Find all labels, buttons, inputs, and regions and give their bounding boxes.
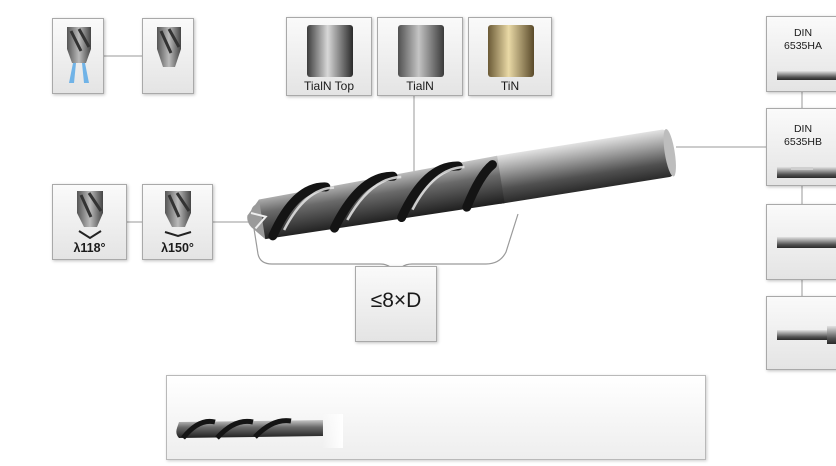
point-angle-118-label: λ118°: [73, 241, 106, 255]
drill-preview-panel: [166, 375, 706, 460]
din-6535hb-line1: DIN: [793, 123, 813, 135]
drill-point-118-icon: [77, 191, 103, 240]
coating-tin-label: TiN: [500, 79, 520, 93]
drill-preview-icon: [176, 414, 343, 448]
shank-weldon-icon: [777, 167, 836, 178]
point-angle-150-tile[interactable]: λ150°: [142, 184, 213, 260]
solid-drill-tile[interactable]: [142, 18, 194, 94]
coating-tialn-label: TialN: [406, 79, 434, 93]
coating-cylinder-icon: [307, 25, 353, 77]
shank-plain-icon: [777, 237, 836, 248]
shank-plain-tile[interactable]: [766, 204, 836, 280]
coating-tin-tile[interactable]: TiN: [468, 17, 552, 96]
coating-cylinder-gold-icon: [488, 25, 534, 77]
twist-drill-illustration: [247, 129, 676, 241]
shank-stepped-icon: [777, 326, 836, 344]
coating-cylinder-icon: [398, 25, 444, 77]
shank-din-6535ha-tile[interactable]: DIN 6535HA: [766, 16, 836, 92]
solid-drill-icon: [157, 27, 181, 67]
coating-tialn-tile[interactable]: TialN: [377, 17, 463, 96]
coating-tialn-top-label: TialN Top: [303, 79, 355, 93]
depth-factor-tile[interactable]: ≤8×D: [355, 266, 437, 342]
din-6535hb-line2: 6535HB: [784, 136, 822, 148]
shank-cylindrical-icon: [777, 71, 836, 80]
internal-coolant-drill-icon: [67, 27, 91, 83]
drill-point-150-icon: [164, 191, 192, 238]
point-angle-150-label: λ150°: [161, 241, 194, 255]
din-6535ha-line2: 6535HA: [784, 40, 822, 52]
coating-tialn-top-tile[interactable]: TialN Top: [286, 17, 372, 96]
din-6535ha-line1: DIN: [793, 27, 813, 39]
depth-factor-label: ≤8×D: [370, 289, 422, 312]
shank-din-6535hb-tile[interactable]: DIN 6535HB: [766, 108, 836, 186]
internal-coolant-tile[interactable]: [52, 18, 104, 94]
shank-stepped-tile[interactable]: [766, 296, 836, 370]
point-angle-118-tile[interactable]: λ118°: [52, 184, 127, 260]
